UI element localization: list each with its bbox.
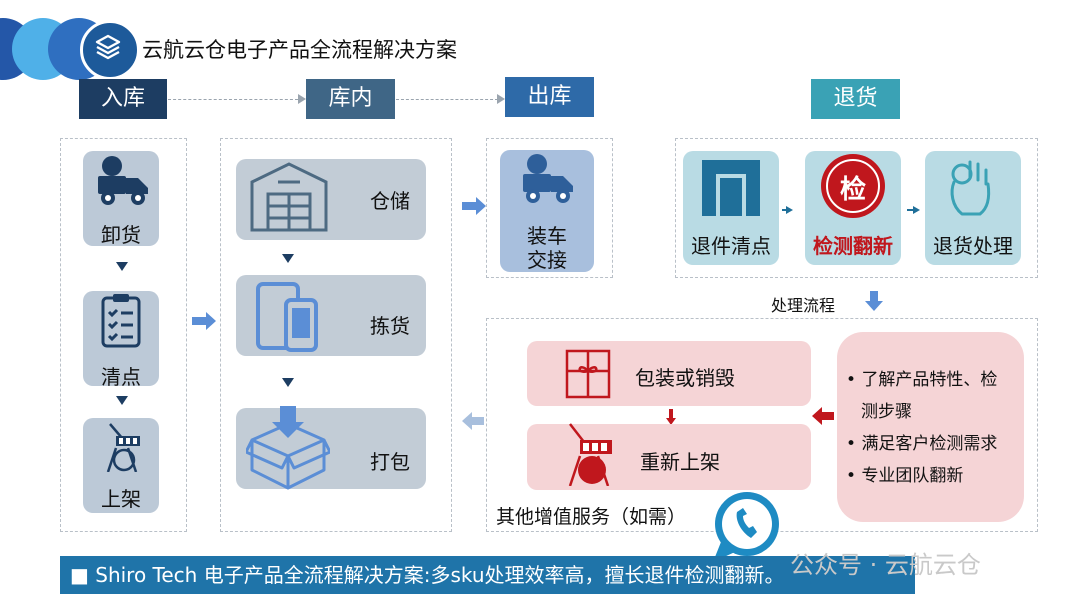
arrow-right-small-2 bbox=[913, 206, 920, 214]
inwarehouse-panel bbox=[220, 138, 452, 532]
return-process-card bbox=[925, 151, 1021, 265]
clipboard-icon bbox=[100, 292, 142, 354]
returns-panel bbox=[675, 138, 1038, 278]
connector-arrow-2 bbox=[497, 94, 505, 104]
watermark-text: 公众号 · 云航云仓 bbox=[790, 551, 981, 579]
stage-returns: 退货 bbox=[811, 79, 900, 119]
arrow-right-small-2-line bbox=[907, 209, 915, 211]
phone-bubble-icon bbox=[707, 490, 781, 568]
stage-inwarehouse: 库内 bbox=[306, 79, 395, 119]
stage-inbound: 入库 bbox=[79, 79, 167, 119]
arrow-down-2 bbox=[116, 396, 128, 405]
loading-card bbox=[500, 150, 594, 272]
step-return-count: 退件清点 bbox=[691, 234, 771, 258]
inspect-seal-ring bbox=[826, 159, 880, 213]
step-handover: 交接 bbox=[527, 248, 567, 272]
truck-icon-2 bbox=[519, 152, 575, 210]
outbound-panel bbox=[486, 138, 613, 278]
step-return-process: 退货处理 bbox=[933, 234, 1013, 258]
ok-hand-icon bbox=[946, 158, 996, 224]
step-inspect: 检测翻新 bbox=[813, 234, 893, 258]
warehouse-icon bbox=[248, 160, 330, 236]
arrow-right-small-1 bbox=[786, 206, 793, 214]
tablet-icon bbox=[256, 282, 320, 356]
picking-card bbox=[236, 275, 426, 356]
connector-arrow-1 bbox=[298, 94, 306, 104]
bullet-3: • 专业团队翻新 bbox=[846, 466, 964, 486]
arrow-right-small-1-line bbox=[782, 209, 788, 211]
summary-text: ■ Shiro Tech 电子产品全流程解决方案:多sku处理效率高，擅长退件检… bbox=[70, 563, 785, 587]
value-added-label: 其他增值服务（如需） bbox=[496, 506, 687, 528]
arrow-left-red-icon bbox=[812, 407, 834, 425]
process-flow-label: 处理流程 bbox=[771, 296, 836, 315]
step-unload: 卸货 bbox=[101, 223, 141, 247]
inspect-seal-glyph: 检 bbox=[839, 175, 866, 205]
arrow-left-icon bbox=[462, 412, 484, 430]
bullets-card bbox=[837, 332, 1024, 522]
bullet-1-text: 了解产品特性、检 bbox=[861, 370, 998, 390]
shelf-red-icon bbox=[562, 422, 614, 490]
bullet-2: • 满足客户检测需求 bbox=[846, 434, 998, 454]
stage-outbound: 出库 bbox=[505, 77, 594, 117]
connector-line-2 bbox=[396, 99, 498, 100]
arrow-down-3 bbox=[282, 254, 294, 263]
gate-icon bbox=[702, 160, 760, 220]
gift-box-icon bbox=[565, 349, 611, 403]
bullet-1-cont: 测步骤 bbox=[861, 402, 912, 422]
layers-icon bbox=[94, 33, 122, 65]
step-count: 清点 bbox=[101, 365, 141, 389]
reshelve-card bbox=[527, 424, 811, 490]
arrow-right-icon bbox=[192, 312, 216, 330]
shelf-icon bbox=[102, 422, 142, 476]
step-storage: 仓储 bbox=[370, 189, 410, 213]
bullet-2-text: 满足客户检测需求 bbox=[861, 434, 998, 454]
shelve-card bbox=[83, 418, 159, 513]
bullet-1: • 了解产品特性、检 bbox=[846, 370, 998, 390]
box-icon bbox=[244, 402, 332, 494]
step-picking: 拣货 bbox=[370, 314, 410, 338]
arrow-down-1 bbox=[116, 262, 128, 271]
connector-line-1 bbox=[168, 99, 298, 100]
truck-icon bbox=[94, 154, 150, 212]
step-loading: 装车 bbox=[527, 224, 567, 248]
item-pack-destroy: 包装或销毁 bbox=[635, 366, 735, 390]
arrow-down-icon bbox=[865, 291, 883, 311]
arrow-down-red-icon bbox=[666, 409, 676, 425]
arrow-down-4 bbox=[282, 378, 294, 387]
item-reshelve: 重新上架 bbox=[640, 450, 720, 474]
header-circle-4 bbox=[80, 20, 140, 80]
step-packing: 打包 bbox=[370, 450, 410, 474]
step-shelve: 上架 bbox=[101, 487, 141, 511]
page-title: 云航云仓电子产品全流程解决方案 bbox=[142, 38, 457, 62]
summary-banner: ■ Shiro Tech 电子产品全流程解决方案:多sku处理效率高，擅长退件检… bbox=[60, 556, 915, 594]
arrow-right-icon-2 bbox=[462, 197, 486, 215]
bullet-3-text: 专业团队翻新 bbox=[861, 466, 964, 486]
inbound-panel bbox=[60, 138, 187, 532]
